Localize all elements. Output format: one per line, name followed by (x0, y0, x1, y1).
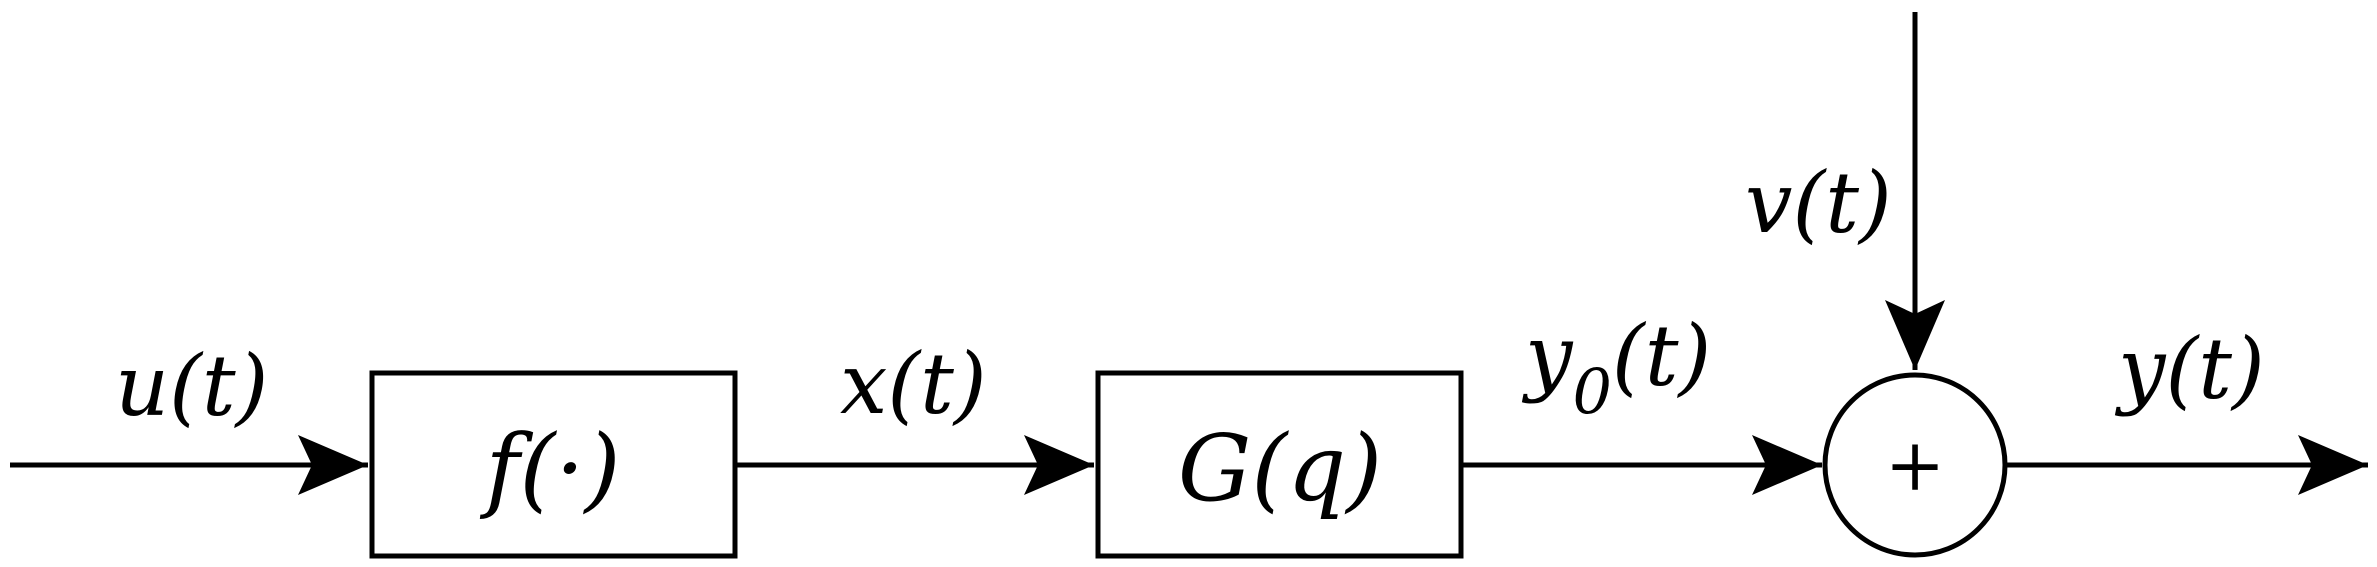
intermediate-signal-label: x(t) (840, 335, 987, 433)
input-signal-label: u(t) (115, 337, 268, 435)
output-signal-label: y(t) (2114, 320, 2265, 418)
noise-free-output-label: y0(t) (1521, 307, 1711, 428)
nonlinear-block-label: f(·) (479, 415, 620, 522)
summing-junction-symbol: + (1885, 423, 1945, 507)
linear-block (1095, 370, 1464, 559)
disturbance-label: v(t) (1745, 154, 1892, 252)
linear-block-label: G(q) (1178, 415, 1382, 522)
